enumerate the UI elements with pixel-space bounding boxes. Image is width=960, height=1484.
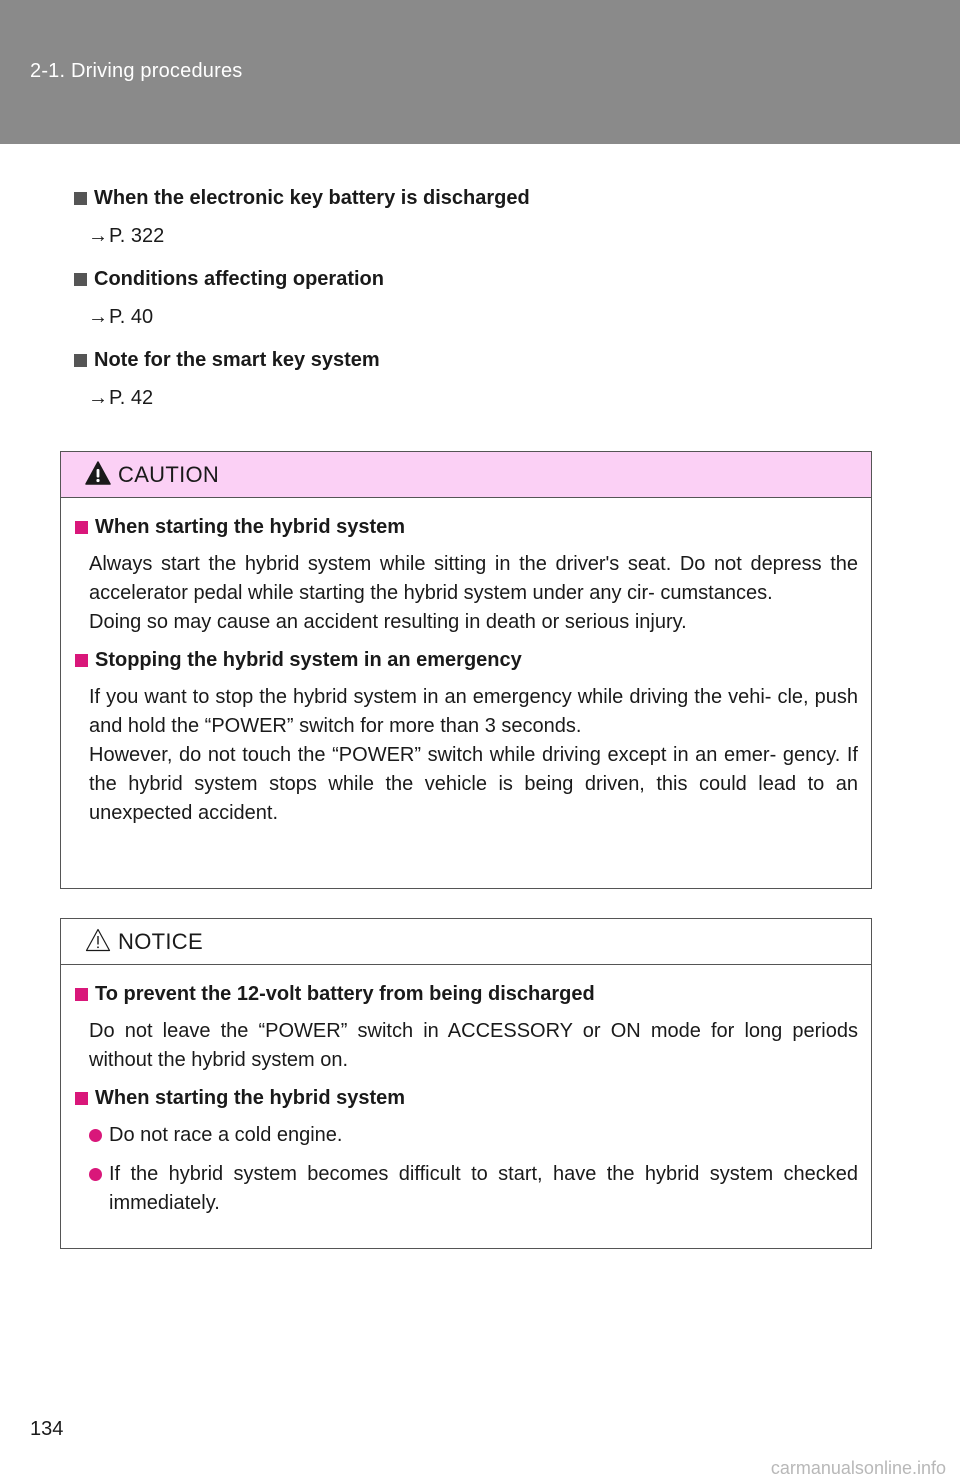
- topic-heading: When the electronic key battery is disch…: [94, 187, 530, 209]
- square-bullet-icon: [74, 353, 87, 367]
- list-item: Do not race a cold engine.: [75, 1121, 858, 1150]
- square-bullet-icon: [75, 653, 88, 667]
- warning-triangle-filled-icon: [85, 461, 111, 485]
- section-title: 2-1. Driving procedures: [30, 60, 243, 82]
- caution-header: CAUTION: [61, 452, 871, 498]
- reference-list: When the electronic key battery is disch…: [74, 184, 874, 427]
- topic-item: Conditions affecting operation →P. 40: [74, 265, 874, 331]
- square-bullet-icon: [75, 520, 88, 534]
- square-bullet-icon: [75, 1091, 88, 1105]
- notice-paragraph: Do not leave the “POWER” switch in ACCES…: [89, 1020, 858, 1071]
- caution-paragraph: Doing so may cause an accident resulting…: [89, 611, 687, 633]
- caution-paragraph: If you want to stop the hybrid system in…: [89, 686, 858, 737]
- caution-paragraph: Always start the hybrid system while sit…: [89, 553, 858, 604]
- arrow-right-icon: →: [88, 387, 108, 409]
- notice-heading: When starting the hybrid system: [95, 1087, 406, 1109]
- topic-heading: Conditions affecting operation: [94, 268, 384, 290]
- topic-item: Note for the smart key system →P. 42: [74, 346, 874, 412]
- header-band: 2-1. Driving procedures: [0, 0, 960, 144]
- page-reference: P. 40: [109, 306, 154, 328]
- arrow-right-icon: →: [88, 306, 108, 328]
- square-bullet-icon: [75, 987, 88, 1001]
- caution-paragraph: However, do not touch the “POWER” switch…: [89, 744, 858, 824]
- page-reference: P. 322: [109, 225, 165, 247]
- circle-bullet-icon: [89, 1129, 102, 1142]
- notice-heading: To prevent the 12-volt battery from bein…: [95, 983, 595, 1005]
- notice-box: NOTICE To prevent the 12-volt battery fr…: [60, 918, 872, 1249]
- warning-triangle-outline-icon: [85, 928, 111, 952]
- caution-heading: Stopping the hybrid system in an emergen…: [95, 649, 522, 671]
- watermark: carmanualsonline.info: [770, 1458, 946, 1478]
- list-item: If the hybrid system becomes difficult t…: [75, 1160, 858, 1218]
- square-bullet-icon: [74, 191, 87, 205]
- topic-heading: Note for the smart key system: [94, 349, 380, 371]
- page-reference: P. 42: [109, 387, 154, 409]
- caution-heading: When starting the hybrid system: [95, 516, 406, 538]
- page-number: 134: [30, 1418, 64, 1440]
- notice-title: NOTICE: [118, 929, 203, 954]
- topic-item: When the electronic key battery is disch…: [74, 184, 874, 250]
- notice-header: NOTICE: [61, 919, 871, 965]
- caution-box: CAUTION When starting the hybrid system …: [60, 451, 872, 889]
- circle-bullet-icon: [89, 1168, 102, 1181]
- arrow-right-icon: →: [88, 225, 108, 247]
- caution-title: CAUTION: [118, 462, 220, 487]
- square-bullet-icon: [74, 272, 87, 286]
